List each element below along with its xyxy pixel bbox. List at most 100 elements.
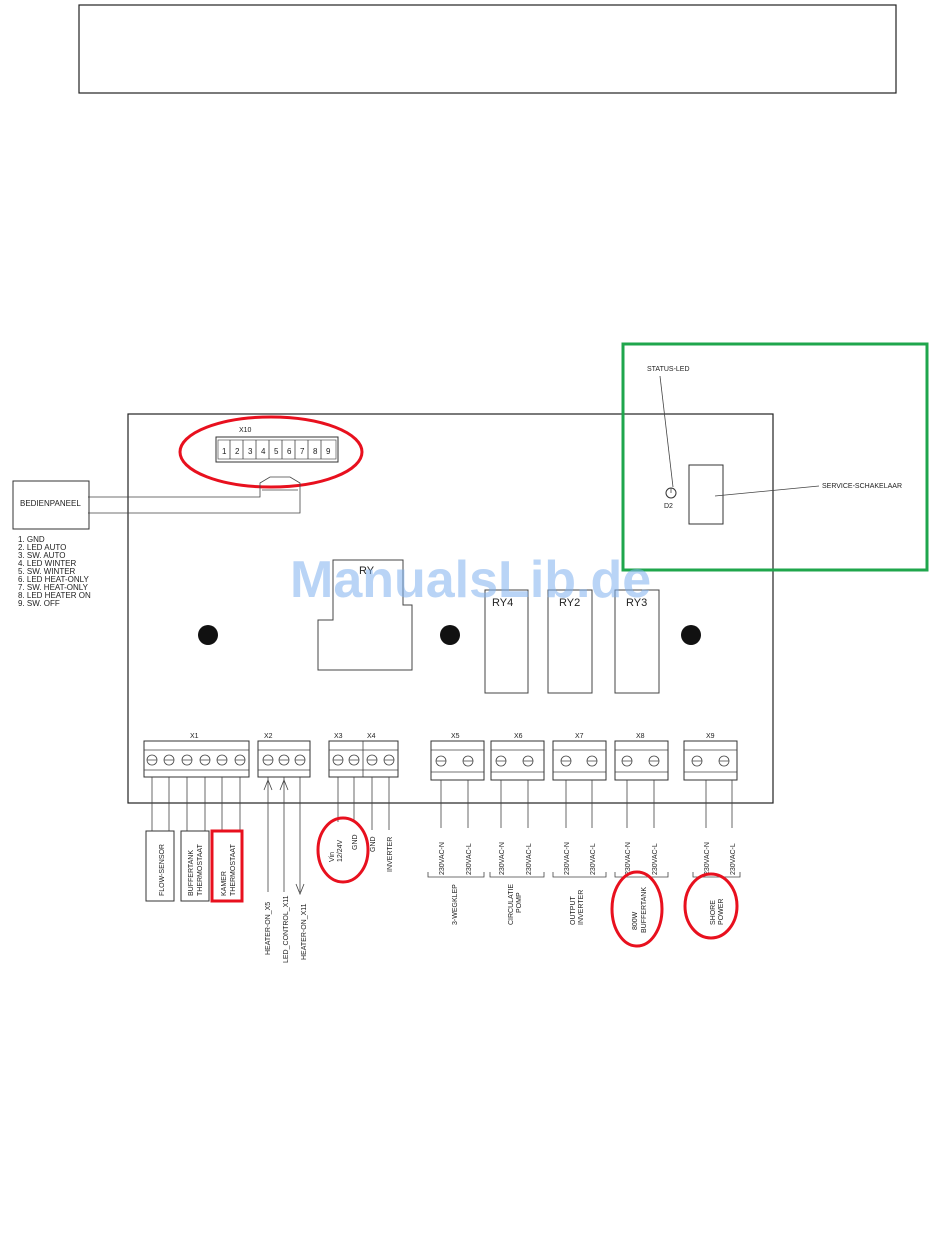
relay-ry2-label: RY2 [559, 597, 580, 609]
relay-ry-label: RY [359, 565, 375, 577]
x9-n-label: 230VAC-N [704, 842, 711, 875]
pin-item: 8. LED HEATER ON [18, 591, 91, 600]
x1-label: X1 [190, 733, 199, 740]
terminal-x6: X6 [490, 733, 545, 781]
led-control-x11-label: LED_CONTROL_X11 [283, 895, 290, 963]
shore-power-label: POWER [718, 899, 725, 925]
relay-ry2 [547, 589, 593, 694]
heater-on-x5-label: HEATER-ON_X5 [265, 902, 272, 955]
status-highlight [621, 342, 929, 572]
x9-l-label: 230VAC-L [730, 843, 737, 875]
terminal-x7: X7 [552, 733, 607, 781]
terminal-x3-x4: X3 X4 [328, 733, 399, 778]
x10-pin: 1 [222, 447, 227, 456]
pin-item: 6. LED HEAT-ONLY [18, 575, 90, 584]
relay-ry [317, 559, 413, 671]
watermark: ManualsLib.de [290, 551, 651, 609]
heater-on-x11-label: HEATER-ON_X11 [301, 903, 308, 960]
pin-item: 4. LED WINTER [18, 559, 76, 568]
terminal-x2: X2 [257, 733, 311, 778]
terminal-x8: X8 [614, 733, 669, 781]
mounting-hole [440, 625, 460, 645]
driewegklep-label: 3-WEGKLEP [452, 884, 459, 925]
pomp-label: POMP [516, 892, 523, 913]
x6-n-label: 230VAC-N [499, 842, 506, 875]
output-inverter-label: INVERTER [578, 890, 585, 925]
bedienpaneel-pin-list: 1. GND 2. LED AUTO 3. SW. AUTO 4. LED WI… [18, 535, 91, 608]
service-switch [688, 464, 724, 525]
x10-pin: 7 [300, 447, 305, 456]
terminal-x9: X9 [683, 733, 738, 781]
boiler-power-label: 800W [632, 911, 639, 930]
x10-pin: 6 [287, 447, 292, 456]
x10-pins: 1 2 3 4 5 6 7 8 9 [222, 447, 331, 456]
x5-l-label: 230VAC-L [466, 843, 473, 875]
x7-label: X7 [575, 733, 584, 740]
x10-pin: 5 [274, 447, 279, 456]
x8-l-label: 230VAC-L [652, 843, 659, 875]
flow-sensor-box [145, 830, 175, 902]
led-id: D2 [664, 503, 673, 510]
x9-label: X9 [706, 733, 715, 740]
relay-ry4 [484, 589, 529, 694]
vin-voltage-label: 12/24V [337, 839, 344, 862]
control-board [127, 413, 774, 804]
mounting-hole [681, 625, 701, 645]
x4-label: X4 [367, 733, 376, 740]
shore-label: SHORE [710, 900, 717, 925]
pin-item: 5. SW. WINTER [18, 567, 76, 576]
buffertank-thermostaat-box [180, 830, 210, 902]
x10-label: X10 [239, 427, 252, 434]
vin-highlight [316, 816, 370, 884]
pin-item: 2. LED AUTO [18, 543, 66, 552]
x5-n-label: 230VAC-N [439, 842, 446, 875]
bedienpaneel-box [12, 480, 90, 530]
relay-ry4-label: RY4 [492, 597, 513, 609]
circulatie-label: CIRCULATIE [508, 884, 515, 925]
boiler-highlight [610, 870, 664, 948]
x10-pin: 9 [326, 447, 331, 456]
service-switch-label: SERVICE-SCHAKELAAR [822, 483, 902, 490]
pin-item: 3. SW. AUTO [18, 551, 65, 560]
buffertank-label: BUFFERTANK [188, 850, 195, 896]
x6-l-label: 230VAC-L [526, 843, 533, 875]
x10-pin: 3 [248, 447, 253, 456]
boiler-buffertank-label: BUFFERTANK [641, 887, 648, 933]
kamer-thermostaat-box [210, 829, 244, 903]
x3-label: X3 [334, 733, 343, 740]
shore-highlight [683, 872, 739, 940]
x7-l-label: 230VAC-L [590, 843, 597, 875]
gnd2-label: GND [370, 836, 377, 852]
flow-sensor-label: FLOW-SENSOR [159, 844, 166, 896]
buffertank-thermostaat-label: THERMOSTAAT [197, 843, 204, 896]
mounting-hole [198, 625, 218, 645]
x8-n-label: 230VAC-N [625, 842, 632, 875]
relay-ry3 [614, 589, 660, 694]
x2-label: X2 [264, 733, 273, 740]
x7-n-label: 230VAC-N [564, 842, 571, 875]
status-led-label: STATUS-LED [647, 366, 690, 373]
x8-label: X8 [636, 733, 645, 740]
pin-item: 1. GND [18, 535, 45, 544]
x10-pin: 8 [313, 447, 318, 456]
terminal-x1: X1 [143, 733, 250, 778]
header-box [78, 4, 897, 94]
x10-highlight [178, 415, 364, 489]
x10-connector [215, 436, 339, 463]
gnd-label: GND [352, 834, 359, 850]
x10-pin: 2 [235, 447, 240, 456]
bedienpaneel-title: BEDIENPANEEL [20, 499, 81, 508]
pin-item: 7. SW. HEAT-ONLY [18, 583, 89, 592]
kamer-thermostaat-label: THERMOSTAAT [230, 843, 237, 896]
x5-label: X5 [451, 733, 460, 740]
terminal-x5: X5 [430, 733, 485, 781]
kamer-label: KAMER [221, 871, 228, 896]
relay-ry3-label: RY3 [626, 597, 647, 609]
inverter-label: INVERTER [387, 837, 394, 872]
output-label: OUTPUT [570, 896, 577, 926]
x6-label: X6 [514, 733, 523, 740]
vin-label: Vin [329, 852, 336, 862]
pin-item: 9. SW. OFF [18, 599, 60, 608]
x10-pin: 4 [261, 447, 266, 456]
